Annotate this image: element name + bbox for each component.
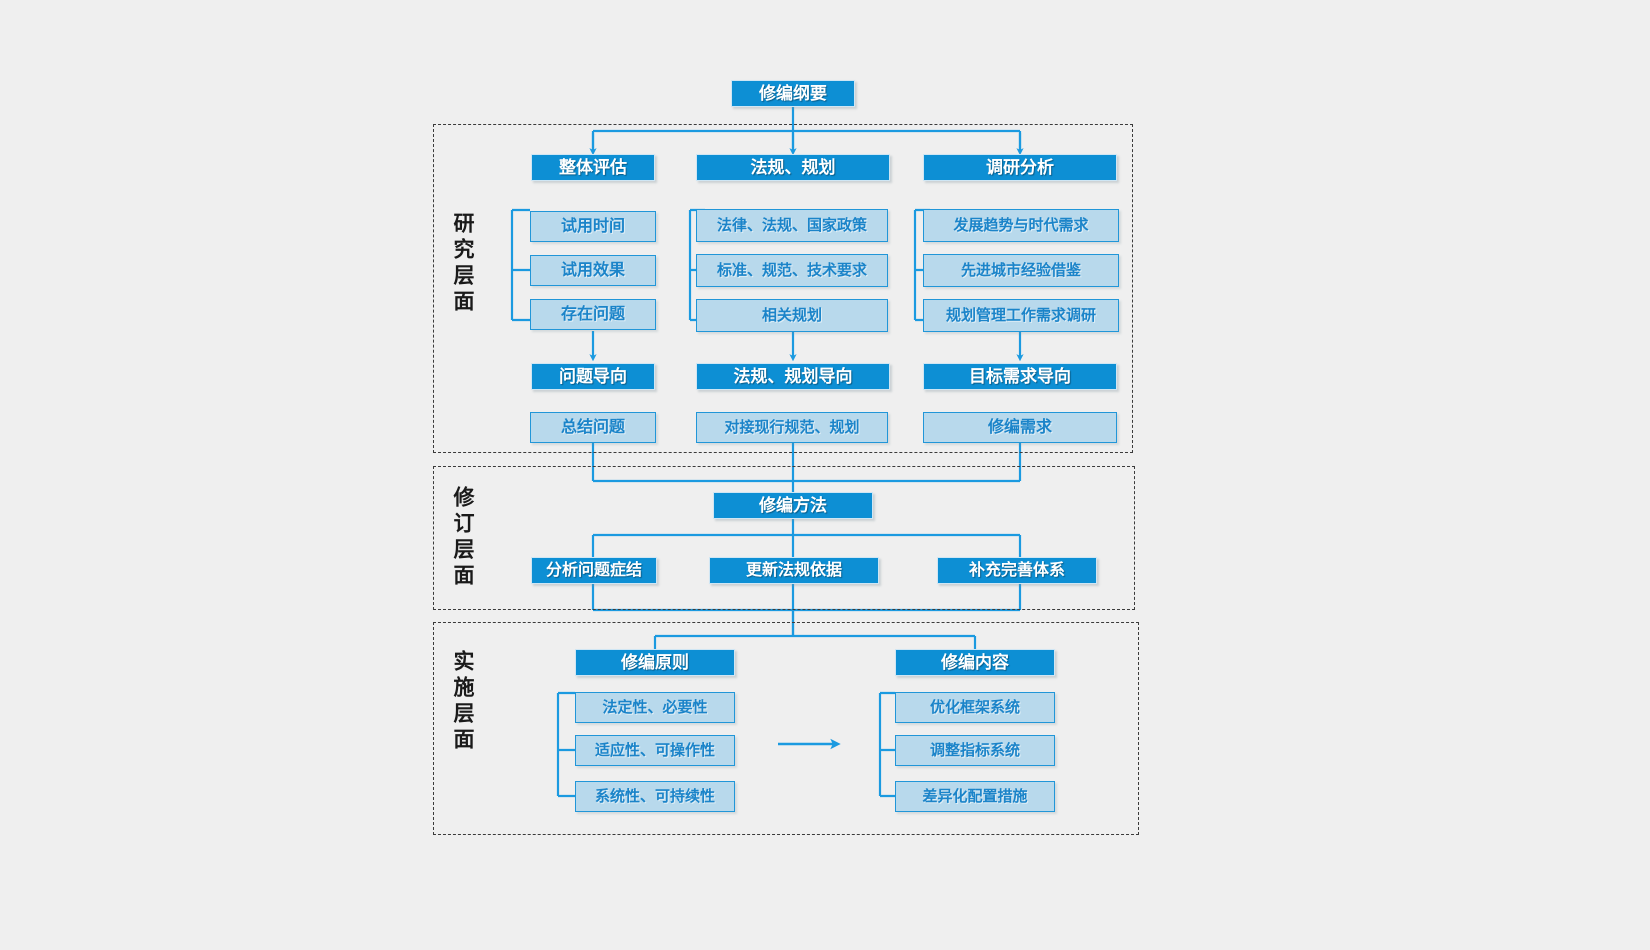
node-item-planning-management-survey[interactable]: 规划管理工作需求调研 bbox=[923, 299, 1119, 332]
panel-implementation bbox=[433, 622, 1139, 835]
layer-label-implementation: 实施层面 bbox=[451, 650, 474, 754]
node-item-adjust-indicators[interactable]: 调整指标系统 bbox=[895, 735, 1055, 766]
node-item-adaptive-operable[interactable]: 适应性、可操作性 bbox=[575, 735, 735, 766]
node-header-revision-contents[interactable]: 修编内容 bbox=[895, 649, 1055, 676]
layer-label-research: 研究层面 bbox=[451, 212, 474, 316]
panel-revision bbox=[433, 466, 1135, 610]
node-item-laws-regulations-policies[interactable]: 法律、法规、国家政策 bbox=[696, 209, 888, 242]
node-item-trends-era-demand[interactable]: 发展趋势与时代需求 bbox=[923, 209, 1119, 242]
node-item-systematic-sustainable[interactable]: 系统性、可持续性 bbox=[575, 781, 735, 812]
node-item-advanced-city-experience[interactable]: 先进城市经验借鉴 bbox=[923, 254, 1119, 287]
node-item-analyze-root-cause[interactable]: 分析问题症结 bbox=[531, 557, 657, 584]
node-root[interactable]: 修编纲要 bbox=[731, 80, 855, 107]
node-header-revision-principles[interactable]: 修编原则 bbox=[575, 649, 735, 676]
node-outcome-revision-demand[interactable]: 修编需求 bbox=[923, 412, 1117, 443]
node-item-legal-necessary[interactable]: 法定性、必要性 bbox=[575, 692, 735, 723]
node-item-differentiated-measures[interactable]: 差异化配置措施 bbox=[895, 781, 1055, 812]
node-item-existing-problems[interactable]: 存在问题 bbox=[530, 299, 656, 330]
node-orientation-problem[interactable]: 问题导向 bbox=[531, 363, 655, 390]
node-item-improve-system[interactable]: 补充完善体系 bbox=[937, 557, 1097, 584]
node-outcome-summarize-problems[interactable]: 总结问题 bbox=[530, 412, 656, 443]
panel-research bbox=[433, 124, 1133, 453]
node-item-trial-time[interactable]: 试用时间 bbox=[530, 211, 656, 242]
node-item-optimize-framework[interactable]: 优化框架系统 bbox=[895, 692, 1055, 723]
node-item-standards-norms-tech[interactable]: 标准、规范、技术要求 bbox=[696, 254, 888, 287]
node-orientation-regulation-plan[interactable]: 法规、规划导向 bbox=[696, 363, 890, 390]
node-orientation-goal-demand[interactable]: 目标需求导向 bbox=[923, 363, 1117, 390]
layer-label-revision: 修订层面 bbox=[451, 486, 474, 590]
node-header-regulation-planning[interactable]: 法规、规划 bbox=[696, 154, 890, 181]
node-outcome-align-norms-plans[interactable]: 对接现行规范、规划 bbox=[696, 412, 888, 443]
node-item-related-plans[interactable]: 相关规划 bbox=[696, 299, 888, 332]
node-item-trial-effect[interactable]: 试用效果 bbox=[530, 255, 656, 286]
node-header-revision-method[interactable]: 修编方法 bbox=[713, 492, 873, 519]
node-item-update-legal-basis[interactable]: 更新法规依据 bbox=[709, 557, 879, 584]
node-header-research-analysis[interactable]: 调研分析 bbox=[923, 154, 1117, 181]
node-header-overall-assessment[interactable]: 整体评估 bbox=[531, 154, 655, 181]
